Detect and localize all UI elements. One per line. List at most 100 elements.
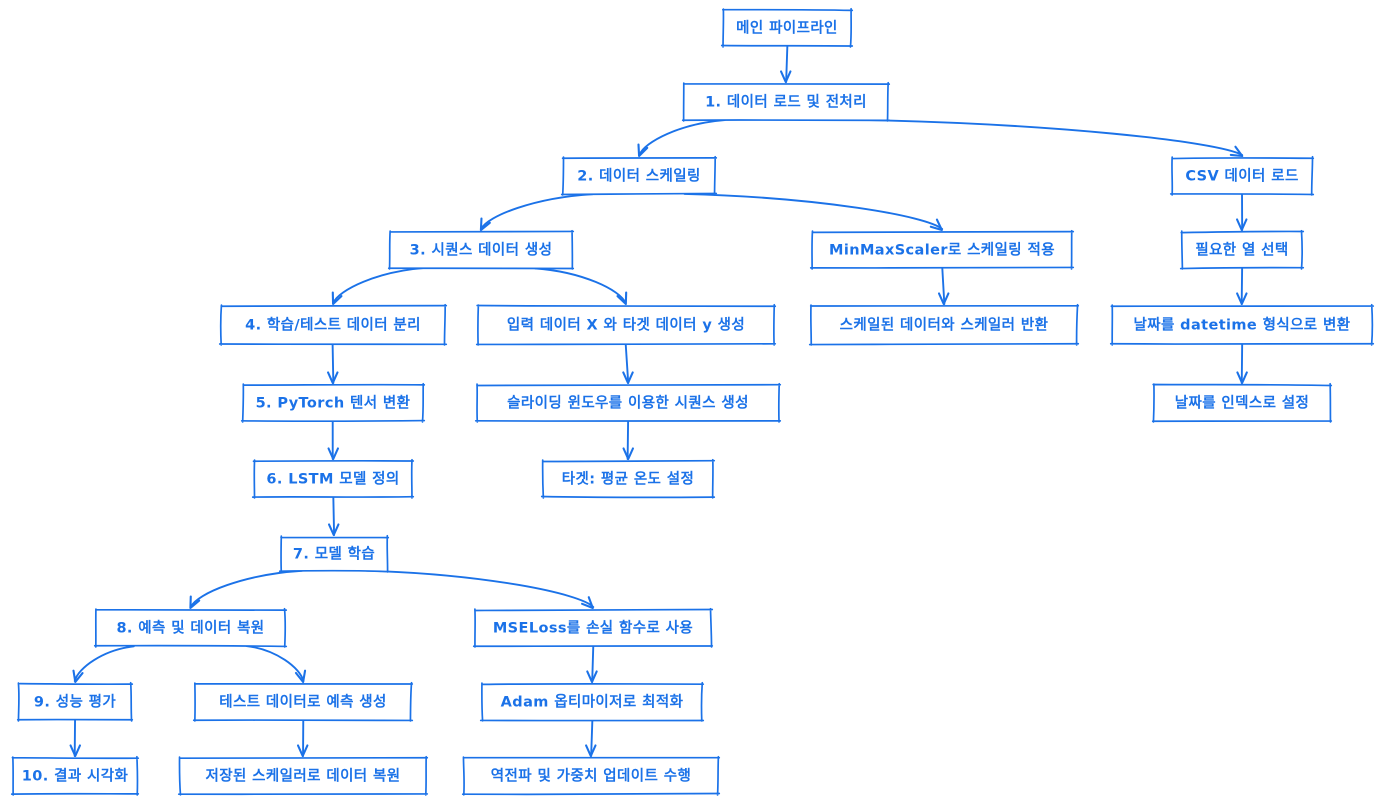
node-fill xyxy=(543,461,713,497)
node-label: 메인 파이프라인 xyxy=(736,19,838,37)
node-border xyxy=(1109,303,1375,346)
node-step3[interactable]: 3. 시퀀스 데이터 생성 xyxy=(387,229,575,270)
edge-mseloss-to-adam xyxy=(586,645,598,684)
node-border xyxy=(475,303,777,346)
node-border xyxy=(16,681,134,722)
edge-step6-to-step7 xyxy=(327,496,340,537)
node-fill xyxy=(563,158,715,194)
node-border xyxy=(240,382,426,423)
node-label: 저장된 스케일러로 데이터 복원 xyxy=(206,767,401,785)
node-border xyxy=(93,607,288,648)
node-fill xyxy=(1154,385,1330,421)
node-step9[interactable]: 9. 성능 평가 xyxy=(16,681,134,722)
edge-step5-to-step6 xyxy=(327,420,339,461)
node-label: 날짜를 인덱스로 설정 xyxy=(1175,394,1310,412)
node-border xyxy=(720,7,854,48)
nodes-layer: 메인 파이프라인 1. 데이터 로드 및 전처리 2. 데이터 스케일링 CSV 데이… xyxy=(10,7,1375,796)
node-fill xyxy=(723,10,851,46)
node-border xyxy=(681,81,891,122)
node-fill xyxy=(281,537,387,571)
node-fill xyxy=(96,610,285,646)
node-border xyxy=(218,303,448,346)
node-adam[interactable]: Adam 옵티마이저로 최적화 xyxy=(479,681,705,722)
node-step2[interactable]: 2. 데이터 스케일링 xyxy=(560,155,718,196)
node-border xyxy=(278,534,390,573)
node-border xyxy=(809,229,1075,270)
edge-step7-to-mseloss xyxy=(365,569,595,610)
node-label: 7. 모델 학습 xyxy=(293,546,375,563)
node-border xyxy=(10,755,140,796)
node-label: Adam 옵티마이저로 최적화 xyxy=(501,693,684,711)
node-step7[interactable]: 7. 모델 학습 xyxy=(278,534,390,573)
node-fill xyxy=(464,758,718,794)
node-step4[interactable]: 4. 학습/테스트 데이터 분리 xyxy=(218,303,448,346)
node-label: 타겟: 평균 온도 설정 xyxy=(562,470,694,488)
edge-xy-to-sliding xyxy=(622,343,634,385)
node-sliding[interactable]: 슬라이딩 윈도우를 이용한 시퀀스 생성 xyxy=(474,382,782,423)
node-label: 1. 데이터 로드 및 전처리 xyxy=(705,93,867,111)
node-fill xyxy=(13,758,137,794)
edge-step4-to-step5 xyxy=(327,343,339,385)
edge-step2-to-step3 xyxy=(479,193,594,232)
node-fill xyxy=(475,610,711,646)
node-target[interactable]: 타겟: 평균 온도 설정 xyxy=(540,458,716,499)
node-label: 3. 시퀀스 데이터 생성 xyxy=(410,241,553,259)
node-label: 5. PyTorch 텐서 변환 xyxy=(256,394,411,412)
node-fill xyxy=(482,684,702,720)
node-xy[interactable]: 입력 데이터 X 와 타겟 데이터 y 생성 xyxy=(475,303,777,346)
edge-datetime-to-dateindex xyxy=(1236,343,1248,385)
node-border xyxy=(387,229,575,270)
node-selectcol[interactable]: 필요한 열 선택 xyxy=(1179,229,1305,270)
node-mseloss[interactable]: MSELoss를 손실 함수로 사용 xyxy=(472,607,714,648)
node-minmax[interactable]: MinMaxScaler로 스케일링 적용 xyxy=(809,229,1075,270)
node-label: 스케일된 데이터와 스케일러 반환 xyxy=(840,316,1049,334)
node-fill xyxy=(684,84,888,120)
node-fill xyxy=(195,684,411,720)
node-main[interactable]: 메인 파이프라인 xyxy=(720,7,854,48)
node-dateindex[interactable]: 날짜를 인덱스로 설정 xyxy=(1151,382,1333,423)
node-fill xyxy=(477,385,779,421)
node-fill xyxy=(1182,232,1302,268)
node-label: 4. 학습/테스트 데이터 분리 xyxy=(245,317,421,334)
edge-minmax-to-scaledret xyxy=(937,267,950,306)
node-step6[interactable]: 6. LSTM 모델 정의 xyxy=(251,458,415,499)
node-border xyxy=(251,458,415,499)
edge-testpred-to-inverse xyxy=(296,719,309,758)
node-step8[interactable]: 8. 예측 및 데이터 복원 xyxy=(93,607,288,648)
edge-step3-to-xy xyxy=(534,267,628,306)
node-fill xyxy=(812,232,1072,268)
node-fill xyxy=(243,385,423,421)
edge-step1-to-step2 xyxy=(637,119,726,158)
node-inverse[interactable]: 저장된 스케일러로 데이터 복원 xyxy=(177,755,429,796)
node-border xyxy=(808,303,1080,346)
node-fill xyxy=(390,232,572,268)
node-backprop[interactable]: 역전파 및 가중치 업데이트 수행 xyxy=(461,755,721,796)
edge-selectcol-to-datetime xyxy=(1236,267,1248,306)
node-border xyxy=(192,681,414,722)
node-step10[interactable]: 10. 결과 시각화 xyxy=(10,755,140,796)
node-fill xyxy=(221,306,445,344)
node-label: 슬라이딩 윈도우를 이용한 시퀀스 생성 xyxy=(507,394,749,412)
node-step5[interactable]: 5. PyTorch 텐서 변환 xyxy=(240,382,426,423)
node-testpred[interactable]: 테스트 데이터로 예측 생성 xyxy=(192,681,414,722)
edge-step2-to-minmax xyxy=(683,192,944,232)
node-border xyxy=(461,755,721,796)
node-border xyxy=(474,382,782,423)
node-scaledret[interactable]: 스케일된 데이터와 스케일러 반환 xyxy=(808,303,1080,346)
node-fill xyxy=(254,461,412,497)
node-fill xyxy=(811,306,1077,344)
node-step1[interactable]: 1. 데이터 로드 및 전처리 xyxy=(681,81,891,122)
node-label: 2. 데이터 스케일링 xyxy=(577,167,700,185)
edge-step8-to-testpred xyxy=(245,645,307,684)
edge-step3-to-step4 xyxy=(331,266,427,306)
node-csvload[interactable]: CSV 데이터 로드 xyxy=(1169,155,1315,196)
edge-step9-to-step10 xyxy=(69,719,81,758)
node-fill xyxy=(1172,158,1312,194)
node-border xyxy=(472,607,714,648)
node-fill xyxy=(1112,306,1372,344)
edge-csvload-to-selectcol xyxy=(1236,193,1248,232)
node-datetime[interactable]: 날짜를 datetime 형식으로 변환 xyxy=(1109,303,1375,346)
edges-layer xyxy=(69,45,1248,758)
node-label: 날짜를 datetime 형식으로 변환 xyxy=(1134,316,1351,334)
